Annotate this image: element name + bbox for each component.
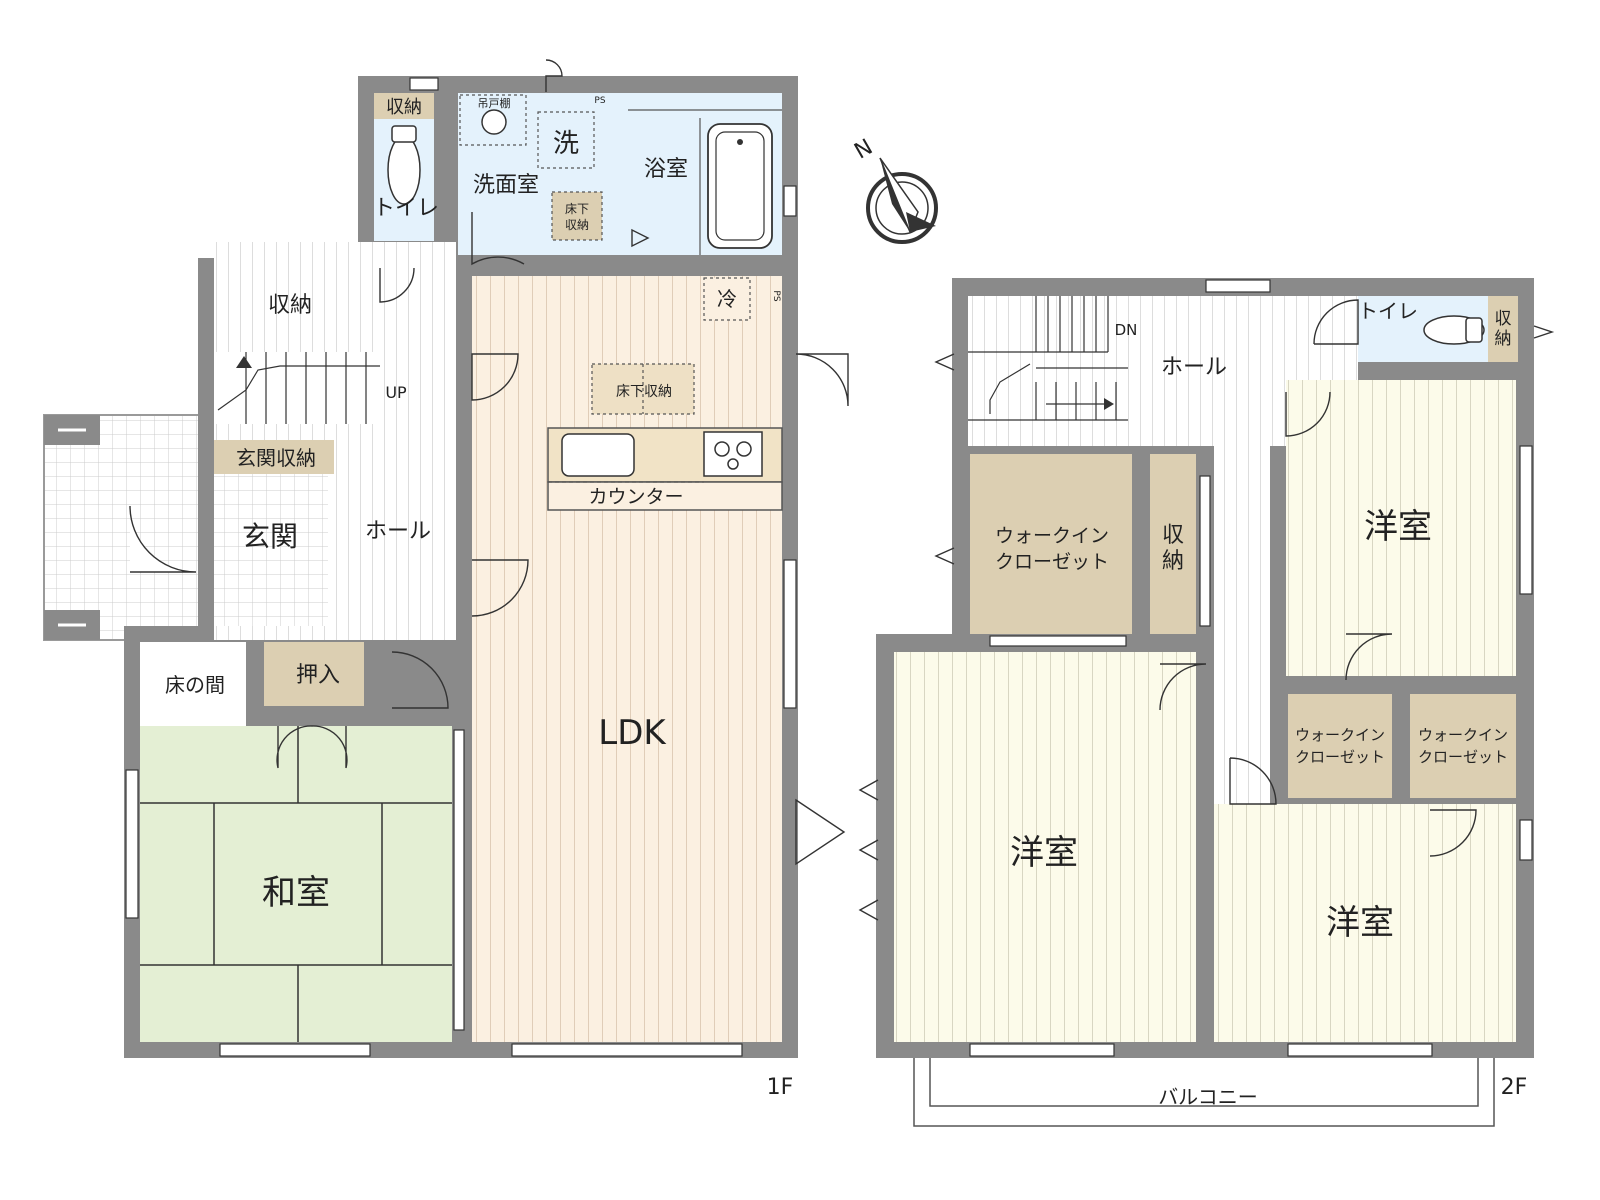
- label-floor-1: 1F: [767, 1075, 794, 1100]
- label-washer: 洗: [553, 129, 579, 159]
- label-counter: カウンター: [588, 486, 683, 508]
- bathtub: [707, 123, 773, 249]
- porch: [43, 414, 203, 641]
- label-room-w: 洋室: [1010, 833, 1078, 873]
- label-washroom: 洗面室: [473, 173, 539, 198]
- label-2f-stairs-dn: DN: [1115, 321, 1138, 339]
- label-ps-top: PS: [594, 96, 605, 106]
- label-fridge: 冷: [717, 287, 737, 311]
- label-wic-main-2: クローゼット: [995, 551, 1109, 573]
- label-stairs-up: UP: [385, 383, 407, 402]
- label-underfloor-kitchen: 床下収納: [616, 384, 672, 400]
- room-tokonoma: [140, 642, 246, 726]
- underfloor-wash-box: [551, 191, 603, 241]
- room-se: [1214, 804, 1516, 1042]
- floor-2: [858, 278, 1555, 1127]
- label-ps-kitchen: PS: [771, 290, 781, 301]
- label-balcony: バルコニー: [1158, 1085, 1258, 1109]
- fridge-box: [703, 277, 751, 321]
- label-ldk: LDK: [598, 713, 667, 753]
- compass: [866, 157, 938, 244]
- label-toilet-storage: 収納: [386, 97, 422, 118]
- label-bathroom: 浴室: [644, 157, 688, 182]
- label-oshiire: 押入: [296, 663, 340, 688]
- label-washitsu: 和室: [262, 873, 330, 913]
- sink: [561, 433, 635, 477]
- label-2f-storage-1: 収: [1162, 523, 1184, 548]
- label-tokonoma: 床の間: [165, 673, 225, 697]
- room-entrance: [214, 474, 328, 626]
- label-underfloor-wash-1: 床下: [565, 202, 589, 216]
- label-wic-right-2: クローゼット: [1418, 748, 1508, 766]
- floor-1: [43, 59, 849, 1058]
- room-washitsu: [140, 726, 452, 1042]
- label-wic-left-2: クローゼット: [1295, 748, 1385, 766]
- label-2f-toilet: トイレ: [1358, 299, 1418, 323]
- label-2f-storage-2: 納: [1162, 549, 1184, 574]
- label-entrance-storage: 玄関収納: [236, 446, 316, 470]
- label-hall: ホール: [365, 519, 431, 544]
- label-underfloor-wash-2: 収納: [565, 218, 589, 232]
- label-compass-north: N: [850, 135, 877, 165]
- room-toilet-storage: [374, 93, 434, 119]
- room-2f-toilet-storage: [1488, 296, 1518, 362]
- label-toilet: トイレ: [373, 196, 439, 221]
- room-entrance-storage: [214, 440, 334, 474]
- compass-ring: [866, 172, 938, 244]
- label-room-ne: 洋室: [1364, 507, 1432, 547]
- room-wic-left: [1288, 694, 1392, 798]
- label-2f-hall: ホール: [1161, 355, 1227, 380]
- room-w: [894, 652, 1196, 1042]
- toilet-bowl: [387, 135, 421, 205]
- washer-box: [537, 111, 595, 169]
- label-entrance: 玄関: [242, 520, 298, 553]
- label-wic-right-1: ウォークイン: [1418, 726, 1508, 744]
- label-wic-main-1: ウォークイン: [995, 525, 1109, 547]
- counter-top: [547, 481, 783, 511]
- room-ne: [1286, 380, 1516, 676]
- label-storage: 収納: [268, 293, 312, 318]
- label-hanging-shelf: 吊戸棚: [478, 96, 511, 110]
- label-floor-2: 2F: [1501, 1075, 1528, 1100]
- hanging-shelf-box: [459, 94, 527, 146]
- room-wic-right: [1410, 694, 1516, 798]
- room-2f-storage: [1150, 454, 1196, 634]
- room-oshiire: [264, 642, 364, 706]
- label-2f-toilet-storage-1: 収: [1495, 309, 1512, 329]
- room-2f-hall-corridor: [1214, 446, 1270, 804]
- washbasin: [481, 109, 507, 135]
- label-2f-toilet-storage-2: 納: [1495, 329, 1512, 349]
- label-room-se: 洋室: [1326, 903, 1394, 943]
- label-wic-left-1: ウォークイン: [1295, 726, 1385, 744]
- room-wic-main: [970, 454, 1132, 634]
